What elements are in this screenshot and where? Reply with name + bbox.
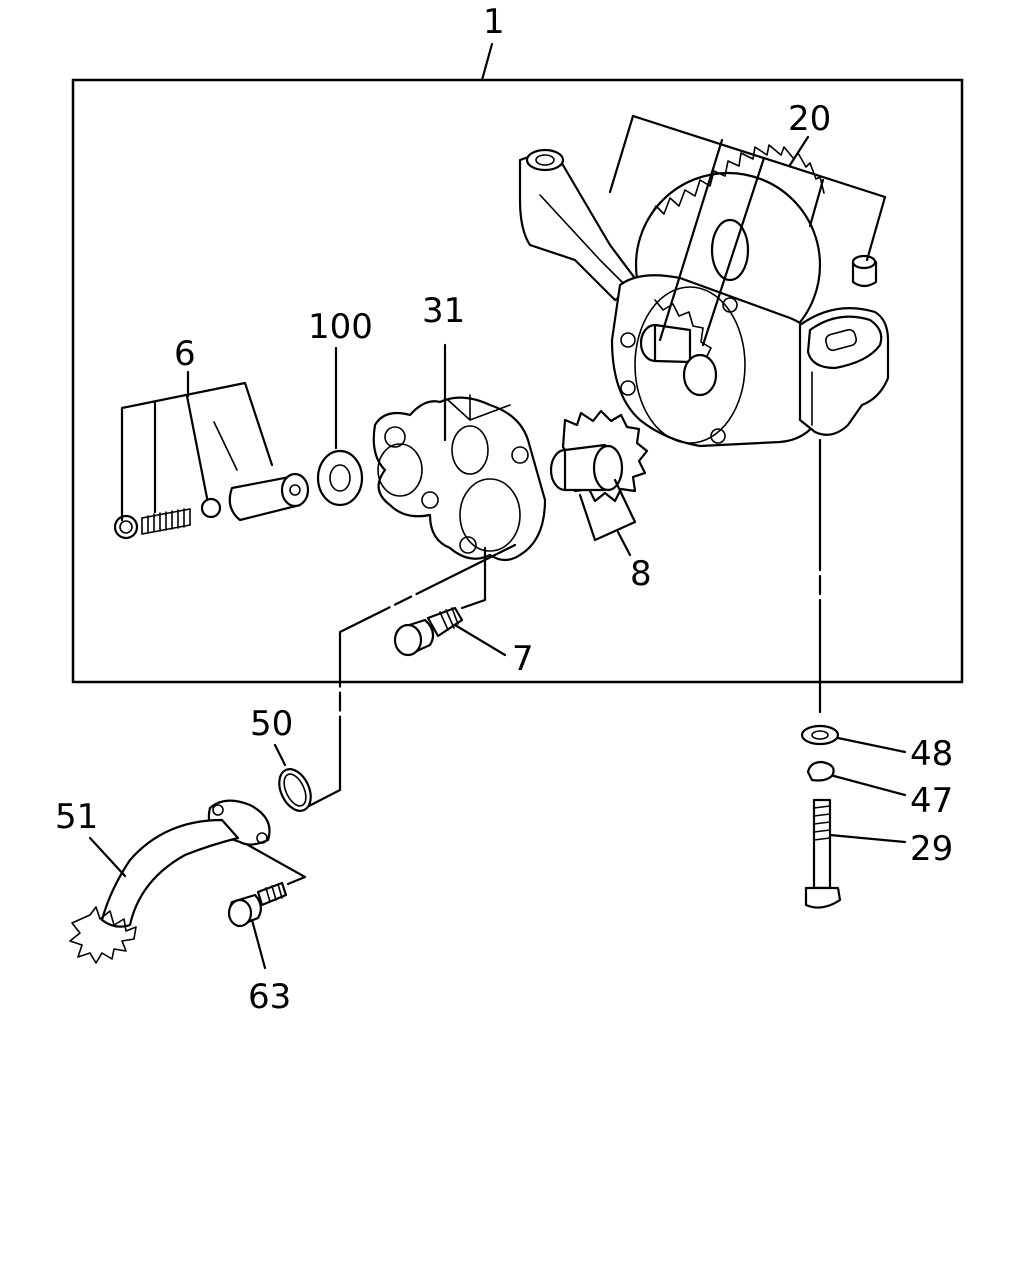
label-part-7: 7 xyxy=(512,639,534,679)
assembly-frame xyxy=(71,78,964,684)
cover-bolt-line xyxy=(460,546,487,610)
label-part-8: 8 xyxy=(630,554,652,594)
part-8-driven-gear xyxy=(549,409,649,557)
label-assembly-1: 1 xyxy=(483,2,505,42)
part-6-relief-valve xyxy=(113,370,310,540)
part-47-spring-washer xyxy=(806,760,907,797)
label-part-51: 51 xyxy=(55,797,98,837)
label-part-6: 6 xyxy=(174,334,196,374)
label-part-29: 29 xyxy=(910,829,953,869)
label-part-31: 31 xyxy=(422,291,465,331)
part-31-pump-cover xyxy=(372,343,547,562)
part-7-bolt xyxy=(393,606,507,657)
assembly-leader xyxy=(480,42,494,82)
part-63-bolt xyxy=(227,843,307,970)
label-part-48: 48 xyxy=(910,734,953,774)
part-20-pump-body xyxy=(518,114,890,448)
pipe-connection-line xyxy=(303,543,517,810)
part-51-strainer-pipe xyxy=(69,799,271,964)
part-29-bolt xyxy=(804,798,907,909)
label-part-63: 63 xyxy=(248,977,291,1017)
label-part-100: 100 xyxy=(308,307,373,347)
part-50-o-ring xyxy=(273,743,312,812)
label-part-47: 47 xyxy=(910,781,953,821)
part-100-washer xyxy=(316,346,364,507)
label-part-50: 50 xyxy=(250,704,293,744)
part-48-washer xyxy=(800,724,907,754)
label-part-20: 20 xyxy=(788,99,831,139)
